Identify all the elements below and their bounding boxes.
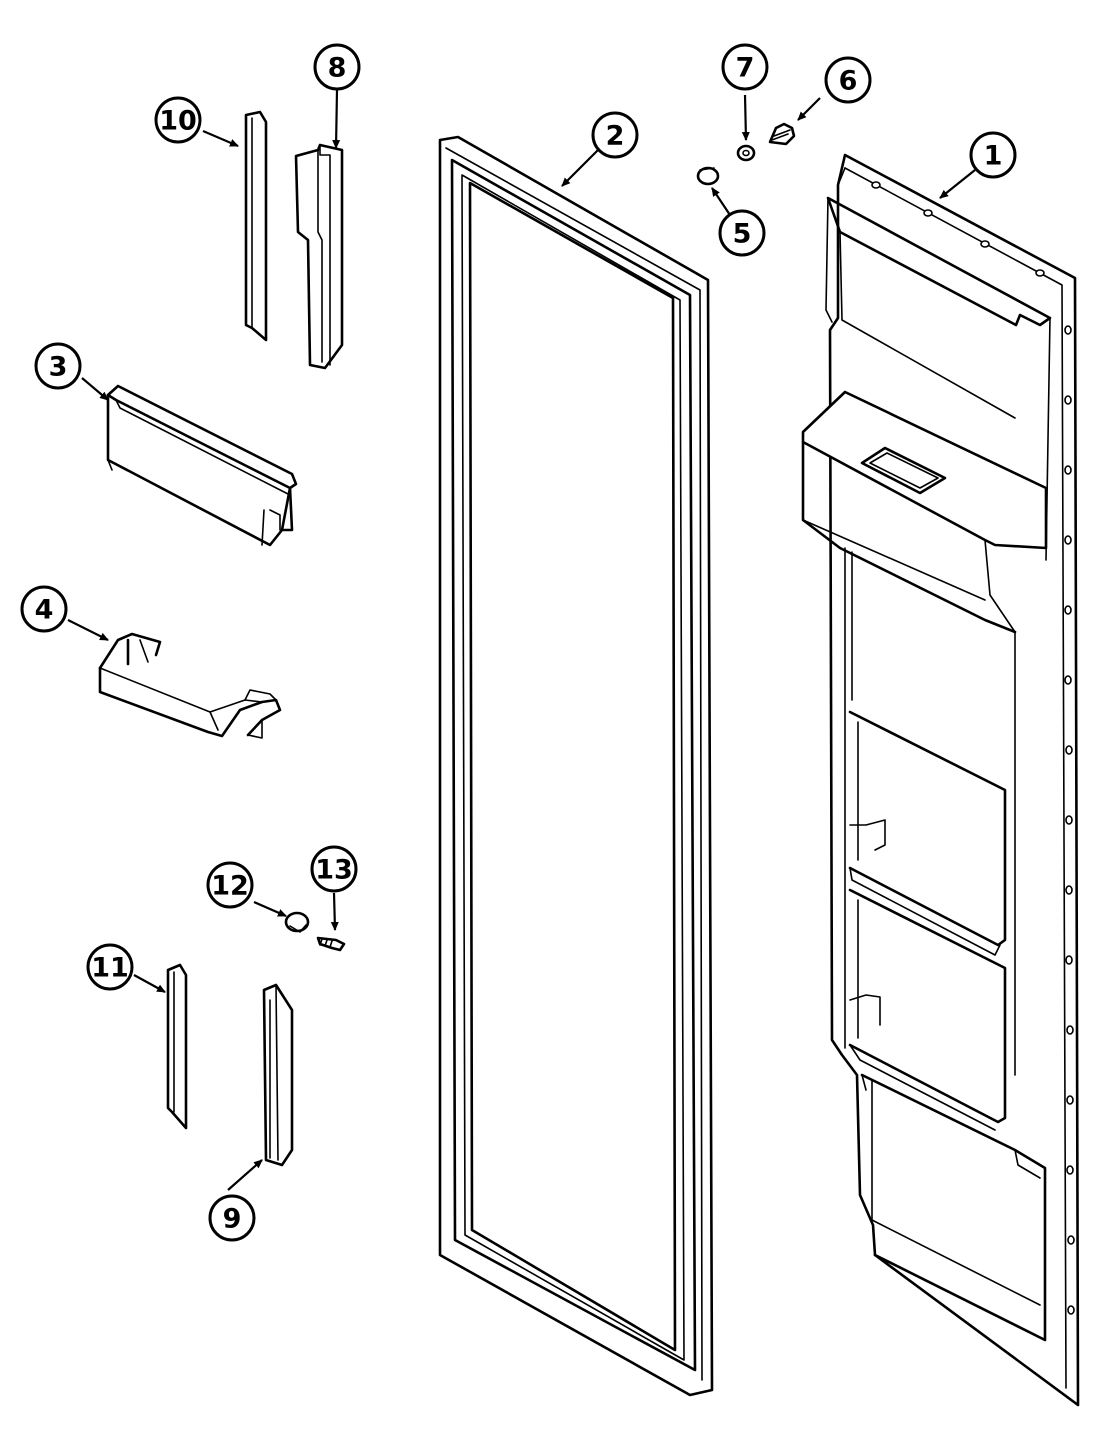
part-7-washer <box>736 144 756 162</box>
part-10-trim-strip <box>244 110 268 342</box>
callout-3-label: 3 <box>49 352 68 383</box>
callout-4-label: 4 <box>35 595 54 626</box>
callout-2-label: 2 <box>606 121 625 152</box>
right-edge-screw-holes <box>1064 325 1075 1315</box>
callout-11: 11 <box>86 943 134 991</box>
part-5-plug <box>696 166 720 186</box>
part-9-trim-channel <box>262 983 294 1167</box>
callout-6: 6 <box>824 56 872 104</box>
callout-1: 1 <box>969 131 1017 179</box>
part-8-trim-channel <box>294 143 344 370</box>
callout-12-label: 12 <box>211 871 249 902</box>
part-1-door-liner <box>801 153 1080 1407</box>
callout-11-label: 11 <box>91 953 129 984</box>
part-13-screw <box>316 936 346 952</box>
callout-9: 9 <box>208 1194 256 1242</box>
callout-13: 13 <box>310 845 358 893</box>
leader-lines <box>67 89 976 1191</box>
callout-5: 5 <box>718 209 766 257</box>
callout-10-label: 10 <box>159 106 197 137</box>
callout-7: 7 <box>721 43 769 91</box>
part-12-cap <box>284 911 310 933</box>
callout-10: 10 <box>154 96 202 144</box>
part-2-door-gasket <box>438 135 714 1397</box>
callout-2: 2 <box>591 111 639 159</box>
callout-12: 12 <box>206 861 254 909</box>
callout-1-label: 1 <box>984 141 1003 172</box>
callout-8-label: 8 <box>328 53 347 84</box>
part-4-door-shelf <box>98 632 282 739</box>
part-6-screw <box>768 122 796 146</box>
callout-8: 8 <box>313 43 361 91</box>
callout-13-label: 13 <box>315 855 353 886</box>
callout-5-label: 5 <box>733 219 752 250</box>
callout-3: 3 <box>34 342 82 390</box>
callout-4: 4 <box>20 585 68 633</box>
callout-7-label: 7 <box>736 53 755 84</box>
callout-6-label: 6 <box>839 66 858 97</box>
part-11-trim-strip <box>166 963 188 1130</box>
part-3-door-bin <box>106 384 298 547</box>
callout-9-label: 9 <box>223 1204 242 1235</box>
